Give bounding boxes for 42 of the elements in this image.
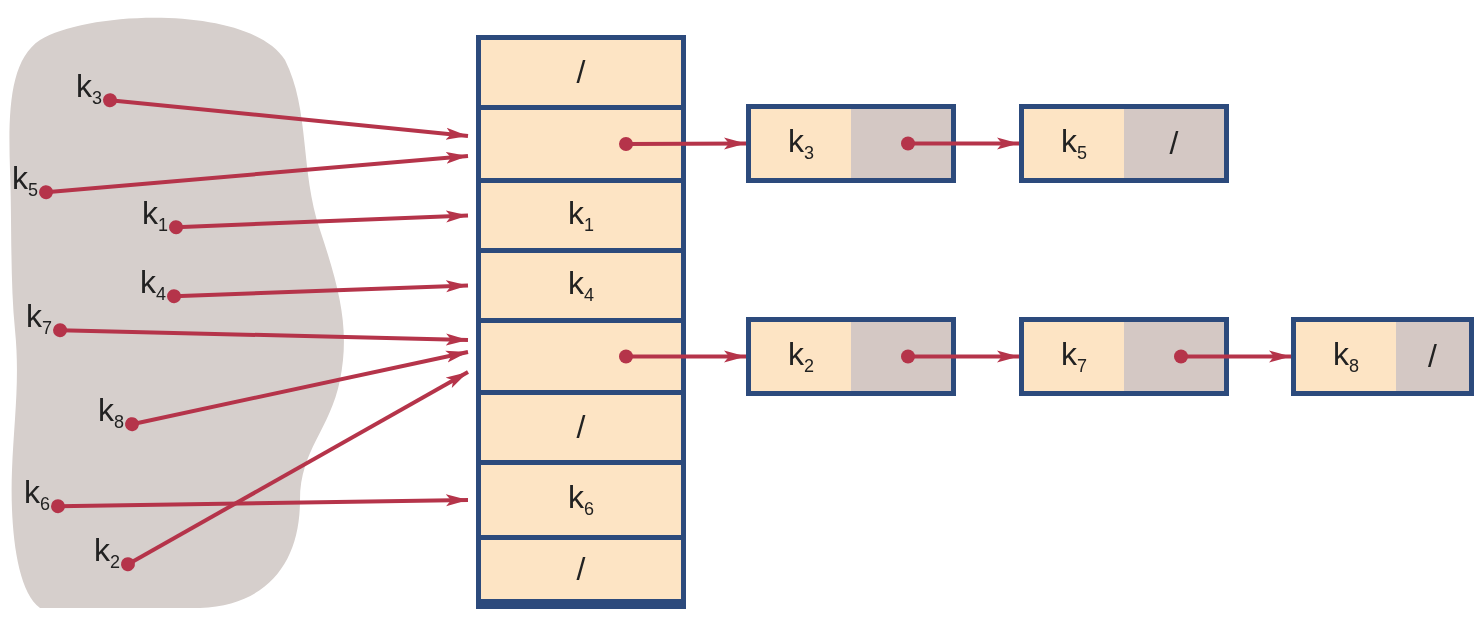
key-text: k$_{2}$ xyxy=(787,334,815,379)
pointer-arrow xyxy=(51,494,469,514)
table-slot: / xyxy=(481,395,681,460)
pointer-arrow xyxy=(619,137,746,151)
key-label: k$_{8}$ xyxy=(98,392,124,441)
hash-table xyxy=(476,35,686,609)
list-element xyxy=(1019,104,1229,183)
key-label: k$_{2}$ xyxy=(94,532,120,581)
key-text: k$_{7}$ xyxy=(1060,334,1088,379)
pointer-arrow xyxy=(39,151,469,200)
table-slot xyxy=(481,323,681,390)
table-slot: / xyxy=(481,540,681,599)
list-element xyxy=(746,317,956,396)
key-label: k$_{6}$ xyxy=(24,474,50,523)
key-label: k$_{1}$ xyxy=(142,195,168,244)
pointer-field: / xyxy=(1396,322,1469,391)
list-element xyxy=(1291,317,1474,396)
pointer-field: / xyxy=(1124,109,1224,178)
pointer-arrow xyxy=(169,210,469,235)
pointer-arrow xyxy=(901,349,1019,364)
table-slot: k$_{6}$ xyxy=(481,465,681,535)
pointer-arrow xyxy=(53,323,469,346)
pointer-arrow xyxy=(103,93,469,140)
key-label: k$_{4}$ xyxy=(140,264,166,313)
key-text: k$_{8}$ xyxy=(1332,334,1360,379)
table-slot: k$_{1}$ xyxy=(481,183,681,248)
table-slot: / xyxy=(481,40,681,105)
pointer-arrow xyxy=(901,136,1019,151)
pointer-arrow xyxy=(619,349,746,364)
pointer-arrow xyxy=(1174,349,1291,364)
pointer-arrow xyxy=(167,280,469,304)
key-label: k$_{7}$ xyxy=(26,298,52,347)
key-label: k$_{3}$ xyxy=(76,68,102,117)
pointer-arrow xyxy=(121,370,469,572)
list-element xyxy=(1019,317,1229,396)
table-slot: k$_{4}$ xyxy=(481,253,681,318)
key-label: k$_{5}$ xyxy=(12,160,38,209)
list-element xyxy=(746,104,956,183)
pointer-arrow xyxy=(125,350,469,432)
table-slot xyxy=(481,110,681,178)
key-text: k$_{3}$ xyxy=(787,121,815,166)
key-text: k$_{5}$ xyxy=(1060,121,1088,166)
